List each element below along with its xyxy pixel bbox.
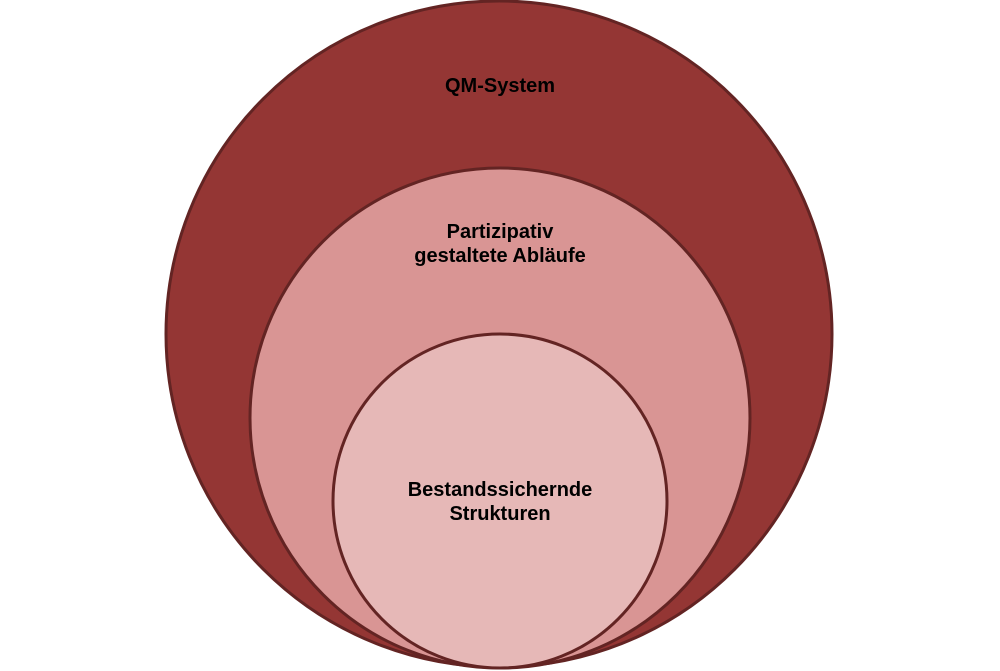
inner-circle-stabilizing-structures	[331, 332, 669, 670]
label-line-2: Strukturen	[449, 503, 551, 525]
label-line-2: gestaltete Abläufe	[414, 245, 586, 267]
label-line-1: Partizipativ	[446, 221, 554, 243]
label-stabilizing-structures: Bestandssichernde Strukturen	[300, 478, 700, 526]
label-participative-processes: Partizipativ gestaltete Abläufe	[300, 220, 700, 268]
label-qm-system-text: QM-System	[444, 75, 556, 97]
label-line-1: Bestandssichernde	[407, 479, 593, 501]
label-qm-system: QM-System	[300, 74, 700, 98]
